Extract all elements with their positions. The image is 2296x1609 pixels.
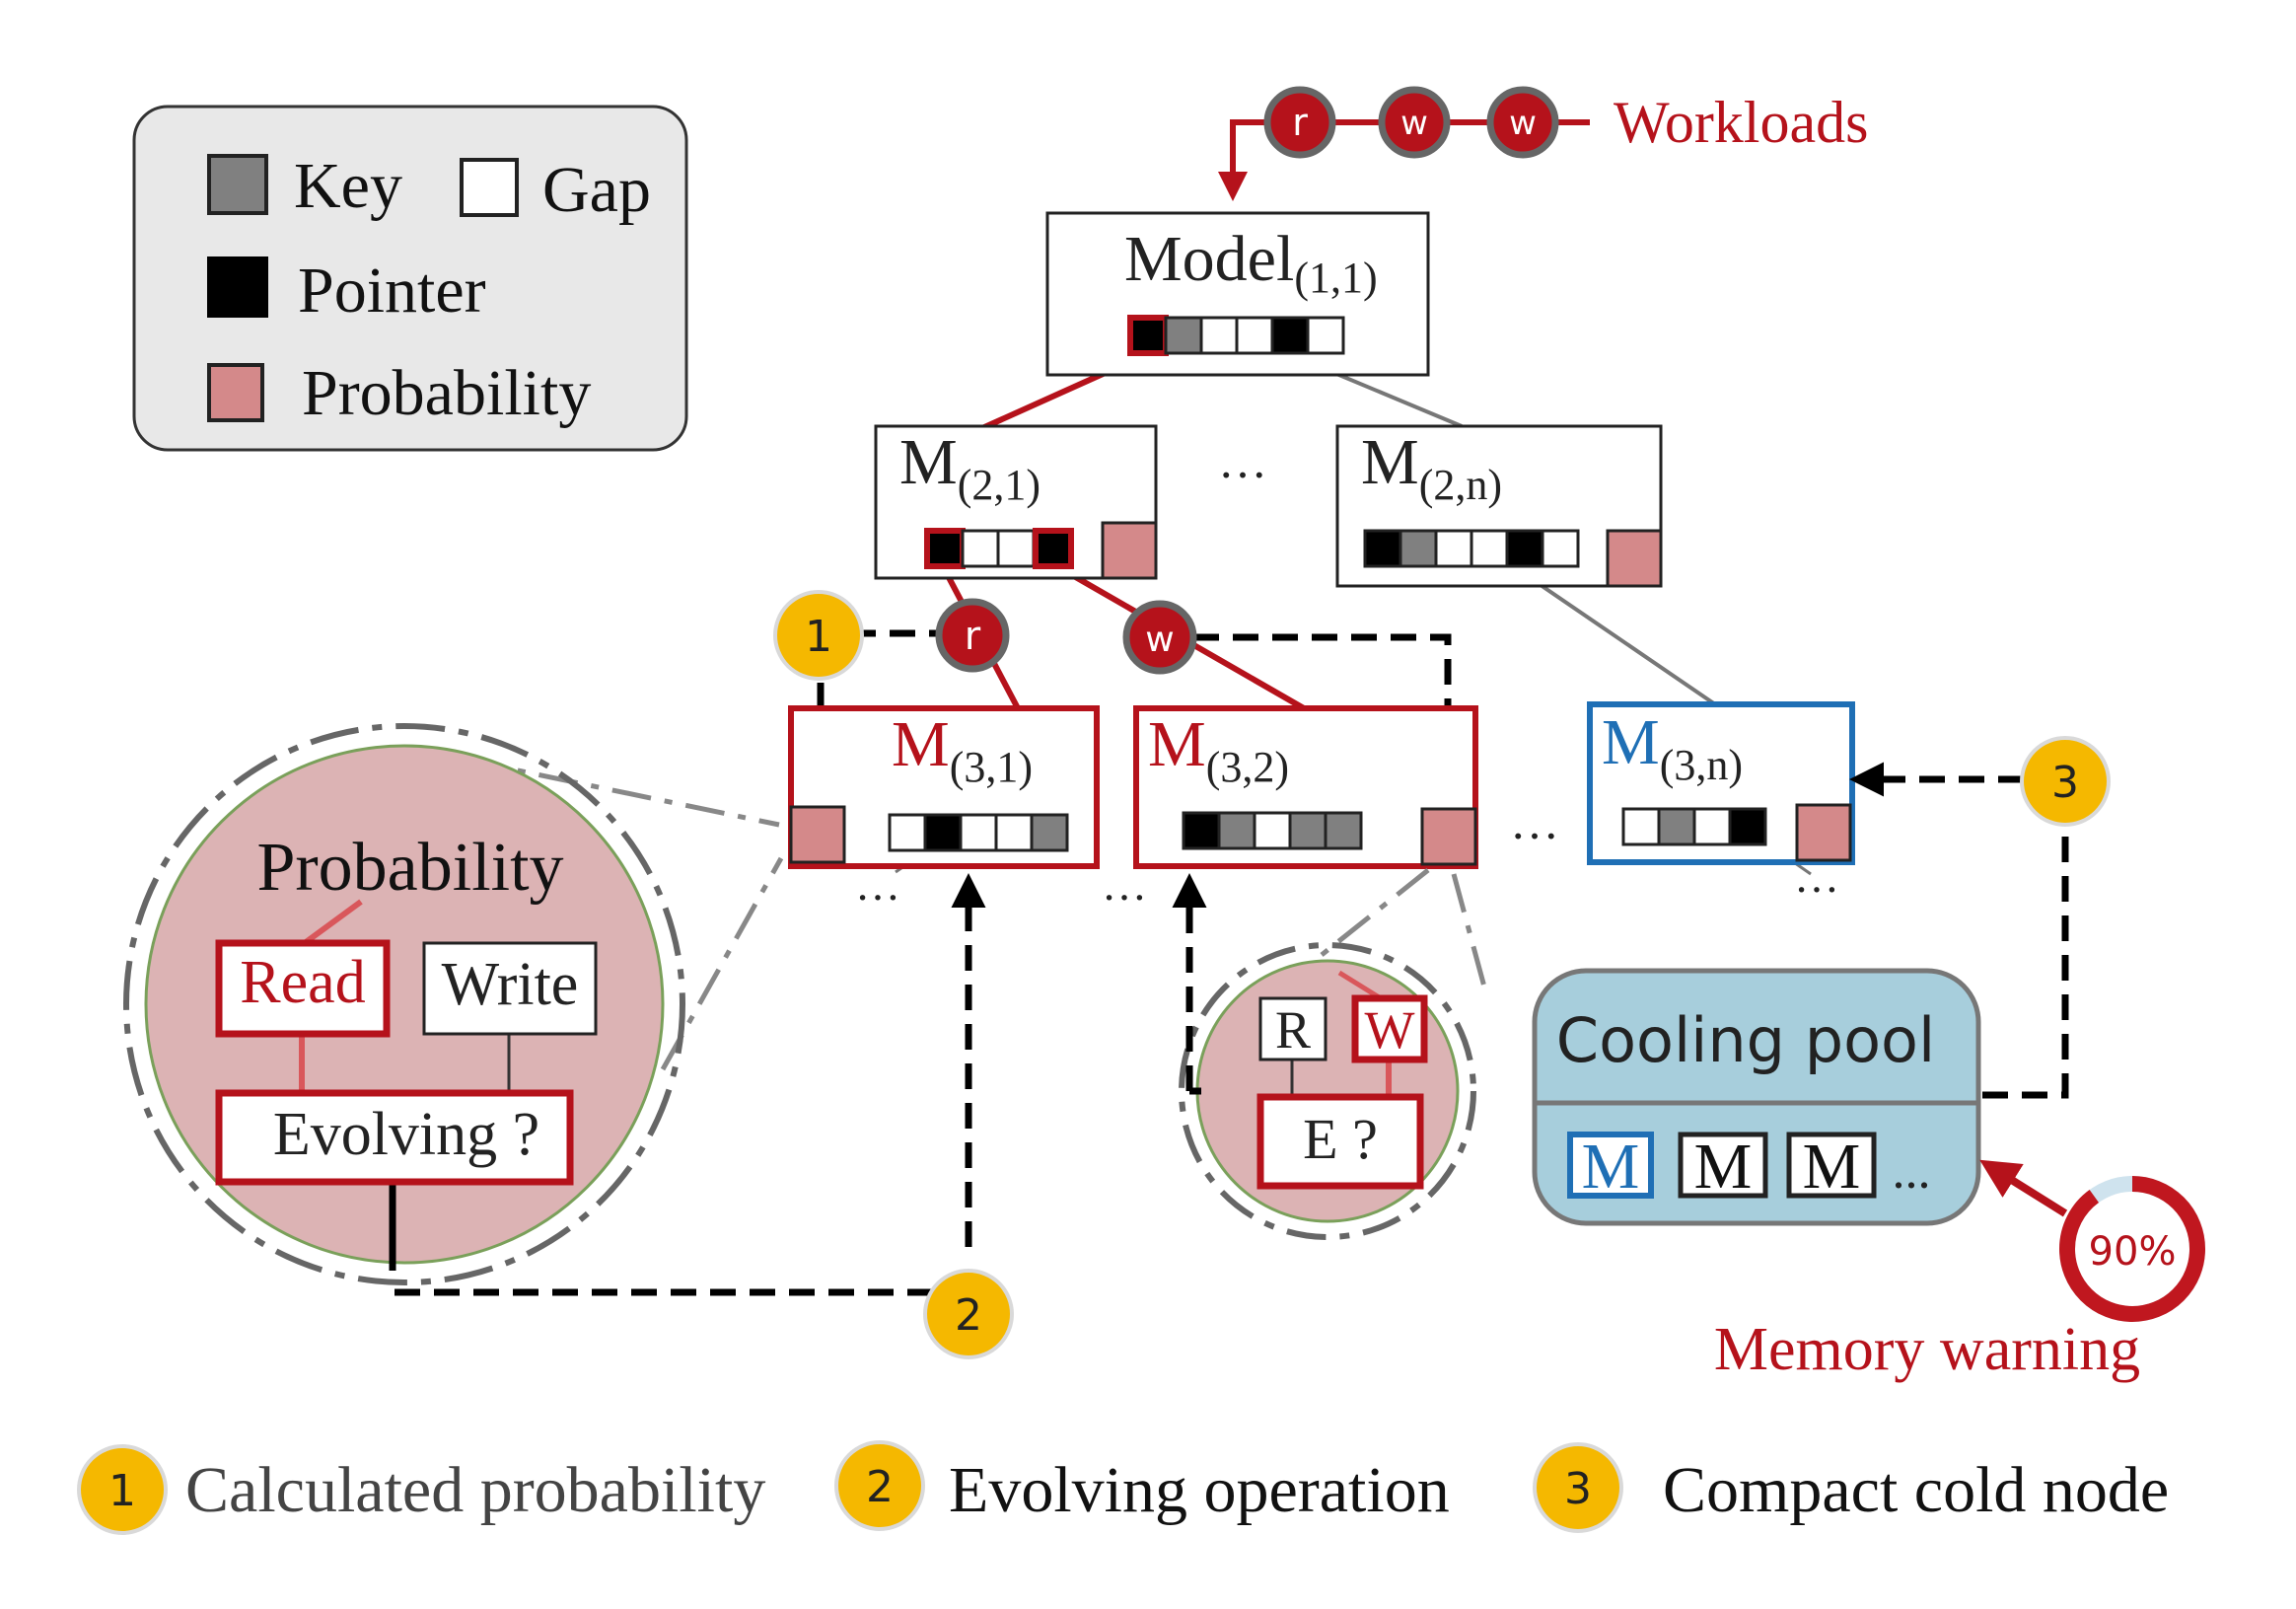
cooled-node: M [1786,1131,1877,1203]
zoom-title: Probability [256,830,563,906]
memory-warning-label: Memory warning [1714,1316,2140,1383]
workload-op-write-1: w [1378,86,1451,159]
step-1-badge: 1 [773,590,864,681]
root-model-label: Model(1,1) [1124,223,1378,302]
write-probability-box: Write [422,941,598,1036]
step-2-badge: 2 [923,1269,1014,1359]
model-2-n-label: M(2,n) [1361,426,1502,509]
cooled-node-blue: M [1567,1131,1654,1203]
step-legend-item-2: 2 Evolving operation [834,1440,1450,1531]
model-2-1-slots [924,528,1074,569]
model-node-2-1[interactable]: M(2,1) [874,424,1158,580]
svg-text:1: 1 [805,612,832,662]
svg-text:Evolving operation: Evolving operation [949,1454,1450,1526]
cooling-pool: Cooling pool M M M ... [1532,968,1981,1226]
m3n-children-ellipsis: … [1794,851,1839,902]
model-node-3-n[interactable]: M(3,n) [1587,701,1855,865]
probability-box [1795,803,1852,862]
svg-text:W: W [1365,1000,1415,1060]
model-3-n-label: M(3,n) [1602,706,1743,789]
legend-gap-label: Gap [542,154,651,226]
svg-text:w: w [1400,104,1428,143]
level-3-ellipsis-a: … [1510,794,1559,849]
workloads-stream: r w w Workloads [1218,86,1868,201]
root-model-slots [1127,315,1345,356]
svg-text:w: w [1509,104,1537,143]
gap-swatch [460,158,519,217]
cooled-node: M [1678,1131,1768,1203]
svg-text:R: R [1275,1000,1311,1060]
m32-children-ellipsis: … [1102,859,1147,910]
step-legend: 1 Calculated probability 2 Evolving oper… [77,1440,2169,1535]
svg-text:Read: Read [240,949,365,1016]
model-3-2-slots [1182,811,1363,850]
model-node-3-1[interactable]: M(3,1) [788,705,1100,869]
evolving-decision-box: Evolving ? [215,1089,574,1186]
model-3-1-label: M(3,1) [892,708,1033,791]
legend-box: Key Gap Pointer Probability [132,105,688,452]
svg-text:Evolving ?: Evolving ? [273,1101,539,1168]
probability-box [1420,807,1477,866]
step-2-arrows [395,873,1207,1296]
step-3-badge: 3 [2020,736,2111,827]
small-evolving-box: E ? [1256,1093,1424,1190]
step-legend-item-3: 3 Compact cold node [1533,1442,2169,1533]
workloads-label: Workloads [1614,90,1868,155]
probability-zoom-large: Probability Read Write Evolving ? [123,723,784,1285]
model-3-1-slots [888,813,1069,852]
level-2-ellipsis: … [1218,433,1267,488]
svg-text:M: M [1694,1131,1753,1203]
legend-pointer-label: Pointer [298,255,486,327]
edge-read-marker: r [935,598,1010,673]
model-2-1-label: M(2,1) [899,426,1040,509]
svg-text:1: 1 [108,1466,136,1516]
probability-box [1101,521,1158,580]
svg-text:3: 3 [1564,1464,1592,1514]
read-probability-box: Read [215,939,391,1038]
pointer-swatch [207,256,268,318]
probability-box [1606,529,1663,588]
svg-text:r: r [1292,101,1308,144]
model-3-n-slots [1621,807,1767,846]
step-3-arrows [1849,762,2069,1099]
cooling-pool-title: Cooling pool [1556,1004,1935,1076]
memory-percent: 90% [2089,1229,2177,1275]
model-3-2-label: M(3,2) [1148,708,1289,791]
svg-text:E ?: E ? [1303,1107,1378,1171]
legend-probability-label: Probability [302,357,591,429]
svg-text:w: w [1145,620,1174,660]
probability-swatch [207,363,264,422]
workload-op-write-2: w [1486,86,1559,159]
svg-text:2: 2 [955,1290,982,1341]
memory-gauge-arc [2059,1176,2205,1322]
cooling-pool-more: ... [1893,1143,1931,1200]
svg-text:M: M [1803,1131,1861,1203]
edge-write-marker: w [1122,600,1197,675]
model-node-2-n[interactable]: M(2,n) [1335,424,1663,588]
legend-key-label: Key [294,150,402,222]
svg-text:r: r [965,614,981,659]
probability-box [789,805,846,864]
svg-text:M: M [1582,1131,1640,1203]
small-read-box: R [1258,996,1327,1061]
memory-gauge: 90% Memory warning [1714,1159,2205,1383]
workload-op-read: r [1263,86,1336,159]
small-write-box: W [1351,994,1428,1063]
model-2-n-slots [1363,529,1580,568]
step-legend-item-1: 1 Calculated probability [77,1444,765,1535]
root-model-node[interactable]: Model(1,1) [1045,211,1430,377]
model-node-3-2[interactable]: M(3,2) [1133,705,1478,869]
key-swatch [207,154,268,215]
svg-text:Calculated probability: Calculated probability [185,1454,765,1526]
m31-children-ellipsis: … [855,859,900,910]
svg-text:Compact cold node: Compact cold node [1663,1454,2169,1526]
probability-zoom-small: R W E ? [1179,868,1488,1240]
svg-text:Write: Write [442,951,579,1018]
svg-text:2: 2 [866,1462,894,1512]
svg-text:3: 3 [2051,758,2079,808]
